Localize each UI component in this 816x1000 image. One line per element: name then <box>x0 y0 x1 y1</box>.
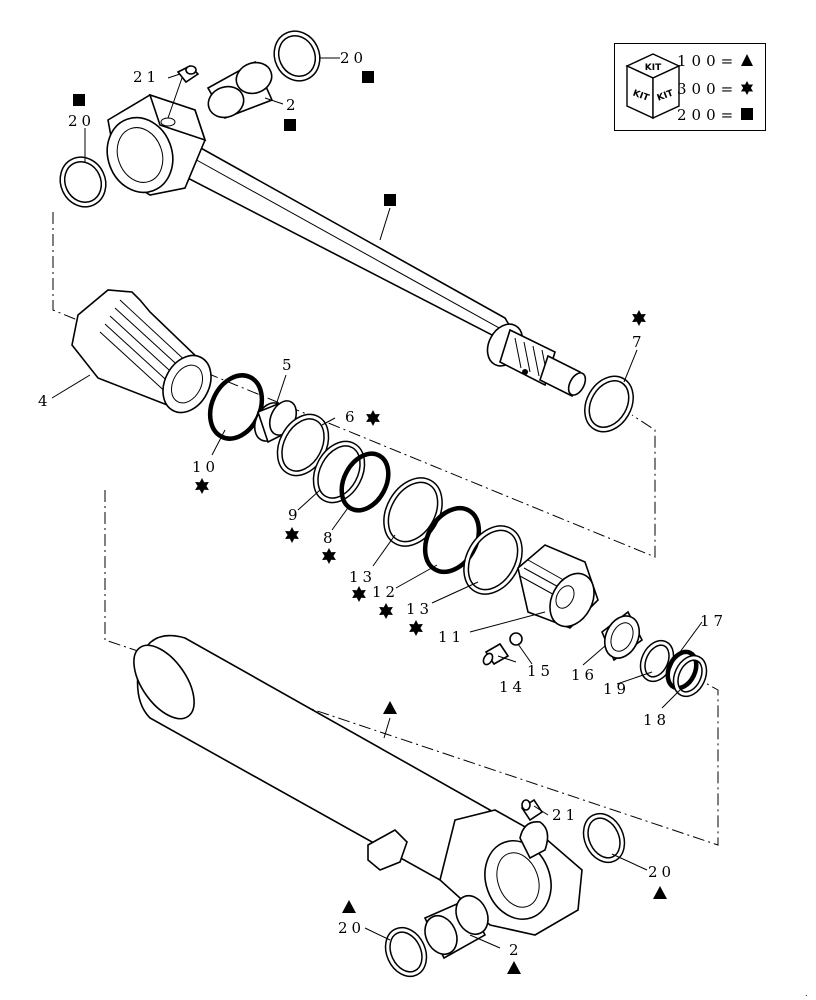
leader-lines <box>51 57 703 949</box>
callout-11: 11 <box>438 628 465 646</box>
kit-300-star-icon <box>632 310 646 326</box>
footer-mark: . <box>805 989 808 998</box>
centerline-rod-group <box>52 212 656 558</box>
legend-code-100: 100 <box>677 52 721 70</box>
legend-row-300: 300= <box>677 80 754 98</box>
callout-18: 18 <box>643 711 670 729</box>
bushing-top <box>206 60 274 119</box>
wear-ring-16 <box>601 610 644 662</box>
centerline-barrel-group <box>104 490 719 846</box>
kit-legend: KIT KIT KIT 100= 300= 200= <box>614 43 766 131</box>
square-icon <box>741 108 754 120</box>
callout-16: 16 <box>571 666 598 684</box>
callout-9: 9 <box>288 506 302 524</box>
kit-300-star-icon <box>366 410 380 426</box>
svg-text:KIT: KIT <box>645 63 662 73</box>
callout-5: 5 <box>282 356 296 374</box>
kit-300-star-icon <box>285 527 299 543</box>
kit-300-star-icon <box>352 586 366 602</box>
ball-15 <box>509 632 523 646</box>
kit-300-star-icon <box>379 603 393 619</box>
kit-300-star-icon <box>409 620 423 636</box>
callout-20-top-left: 20 <box>68 112 95 130</box>
callout-6: 6 <box>345 408 359 426</box>
grease-fitting-top <box>167 65 200 119</box>
legend-code-200: 200 <box>677 106 721 124</box>
ring-13b <box>463 525 523 595</box>
star-icon <box>741 81 754 95</box>
callout-13b: 13 <box>406 600 433 618</box>
kit-200-square-icon <box>384 194 396 206</box>
kit-100-triangle-icon <box>383 701 397 714</box>
callout-15: 15 <box>527 662 554 680</box>
callout-4: 4 <box>38 392 52 410</box>
seal-ring-top-right <box>273 30 321 82</box>
kit-300-star-icon <box>322 548 336 564</box>
callout-2-top: 2 <box>286 96 300 114</box>
piston-11 <box>517 544 599 629</box>
oring-8 <box>339 451 391 513</box>
callout-19: 19 <box>603 680 630 698</box>
callout-20-bottom-right: 20 <box>648 863 675 881</box>
kit-cube-icon: KIT KIT KIT <box>625 53 681 120</box>
ring-18 <box>672 654 708 698</box>
ring-9 <box>312 440 366 504</box>
grease-fitting-bottom <box>520 798 544 822</box>
callout-21-top: 21 <box>133 68 160 86</box>
kit-200-square-icon <box>284 119 296 131</box>
bushing-bottom <box>423 894 489 960</box>
kit-300-star-icon <box>195 478 209 494</box>
callout-2-bottom: 2 <box>509 941 523 959</box>
callout-20-top-right: 20 <box>340 49 367 67</box>
callout-7: 7 <box>632 333 646 351</box>
callout-12: 12 <box>372 583 399 601</box>
kit-200-square-icon <box>73 94 85 106</box>
triangle-icon <box>741 54 754 66</box>
kit-100-triangle-icon <box>507 961 521 974</box>
callout-17: 17 <box>700 612 727 630</box>
legend-code-300: 300 <box>677 80 721 98</box>
callout-21-bottom: 21 <box>552 806 579 824</box>
callout-20-bottom-left: 20 <box>338 919 365 937</box>
kit-200-square-icon <box>362 71 374 83</box>
kit-100-triangle-icon <box>653 886 667 899</box>
barrel <box>133 634 492 882</box>
legend-row-100: 100= <box>677 52 754 70</box>
callout-13a: 13 <box>349 568 376 586</box>
piston-rod <box>163 126 587 398</box>
rod-end-ring <box>584 375 634 433</box>
gland-head <box>71 289 212 414</box>
set-screw-14 <box>482 642 510 666</box>
callout-14: 14 <box>499 678 526 696</box>
legend-row-200: 200= <box>677 106 754 124</box>
seal-ring-bottom-left <box>384 926 428 978</box>
seal-ring-bottom-right <box>582 812 626 864</box>
seal-ring-top-left <box>59 156 107 208</box>
callout-8: 8 <box>323 529 337 547</box>
kit-100-triangle-icon <box>342 900 356 913</box>
rod-eye-end <box>106 93 207 196</box>
callout-10: 10 <box>192 458 219 476</box>
